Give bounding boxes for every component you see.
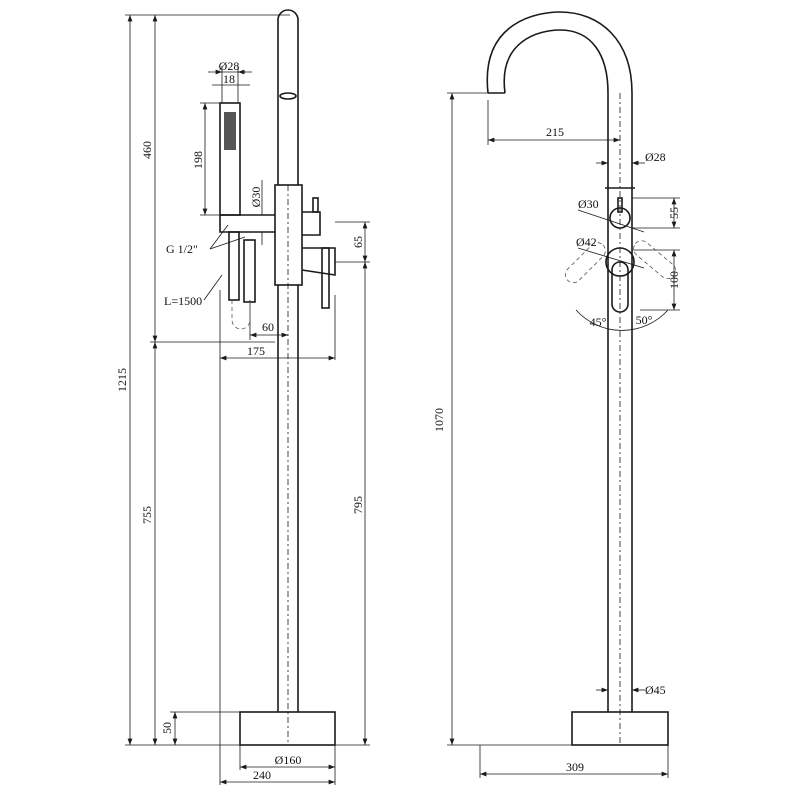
- dim-knob-dia: Ø30: [578, 197, 599, 211]
- dim-lever-offset: 65: [351, 236, 365, 248]
- lever-ghost-positions: [564, 240, 677, 284]
- dim-upper: 460: [140, 141, 154, 159]
- angle-right: 50°: [636, 313, 653, 327]
- dim-shower-length: 198: [191, 151, 205, 169]
- dim-lever-dia: Ø42: [576, 235, 597, 249]
- hose-loop: [231, 300, 251, 330]
- dim-shower-inner: 18: [223, 72, 235, 86]
- extension-lines-right: [447, 92, 680, 778]
- extension-lines: [125, 14, 370, 785]
- dim-reach: 175: [247, 344, 265, 358]
- dim-holder-dia: Ø30: [249, 187, 263, 208]
- dimension-lines-right: [449, 93, 677, 777]
- dim-shower-dia: Ø28: [219, 59, 240, 73]
- dim-total-depth: 309: [566, 760, 584, 774]
- angle-left: 45°: [590, 315, 607, 329]
- dimension-lines: [127, 14, 368, 785]
- dim-base-height: 50: [160, 722, 174, 734]
- dim-body-height: 795: [351, 496, 365, 514]
- faucet-front-profile: [486, 11, 669, 746]
- shower-head-grille: [224, 112, 236, 150]
- dim-base-width: 240: [253, 768, 271, 782]
- dim-hose-length: L=1500: [164, 294, 202, 308]
- right-view: 1070 215 Ø28 Ø30 Ø42 55 100 45° 50° Ø45 …: [432, 11, 681, 778]
- dim-total-height: 1215: [115, 368, 129, 392]
- dim-hose-offset: 60: [262, 320, 274, 334]
- left-view: 1215 460 755 50 Ø28 18 198 Ø30 G 1/2" L=…: [115, 9, 370, 785]
- dim-lever-spacing: 100: [667, 271, 681, 289]
- dim-lower: 755: [140, 506, 154, 524]
- dim-pipe-dia: Ø45: [645, 683, 666, 697]
- dim-thread: G 1/2": [166, 242, 198, 256]
- dim-spout-height: 1070: [432, 408, 446, 432]
- dim-base-dia: Ø160: [275, 753, 302, 767]
- dim-spout-reach: 215: [546, 125, 564, 139]
- dim-spout-dia: Ø28: [645, 150, 666, 164]
- dim-knob-spacing: 55: [667, 207, 681, 219]
- faucet-side-profile: [219, 9, 336, 746]
